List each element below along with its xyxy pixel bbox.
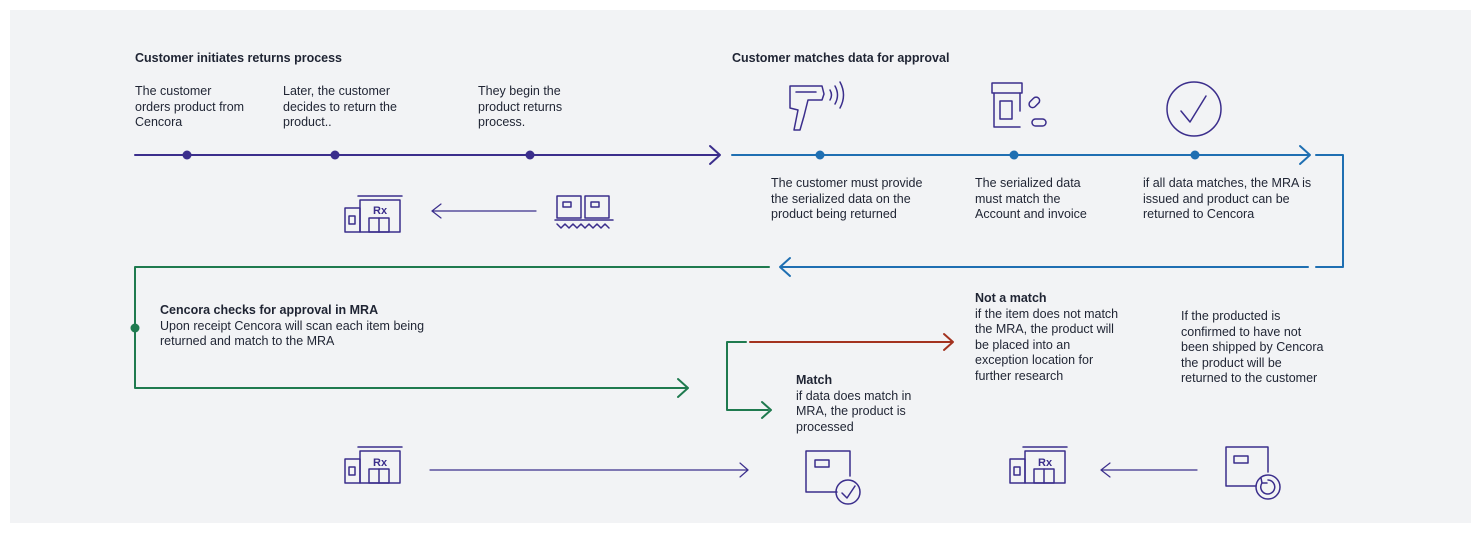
timeline-dot: [1009, 150, 1019, 160]
timeline-dot: [525, 150, 535, 160]
unshipped-text: If the producted is confirmed to have no…: [1181, 309, 1324, 385]
step-text: The customer orders product from Cencora: [135, 84, 245, 129]
match-text: if data does match in MRA, the product i…: [796, 388, 912, 434]
timeline-dot: [330, 150, 340, 160]
match-heading: Match: [796, 373, 833, 387]
thin-arrows: [429, 203, 1198, 478]
step-text: if all data matches, the MRA is issued a…: [1143, 176, 1312, 221]
no-match-block: Not a match if the item does not match t…: [975, 291, 1120, 384]
box-return-icon: [1225, 446, 1281, 500]
timeline-dot: [130, 323, 140, 333]
step-text: The customer must provide the serialized…: [771, 176, 923, 221]
no-match-heading: Not a match: [975, 291, 1047, 305]
timeline-dot: [1190, 150, 1200, 160]
check-circle-icon: [1166, 81, 1222, 137]
rx-label: Rx: [373, 457, 388, 469]
rx-label: Rx: [1038, 457, 1053, 469]
pill-bottle-icon: [991, 82, 1047, 128]
step-text: They begin the product returns process.: [478, 84, 563, 129]
purple-timeline: [134, 145, 721, 165]
section-heading: Customer initiates returns process: [135, 51, 343, 65]
match-block: Match if data does match in MRA, the pro…: [796, 373, 946, 435]
step-text: The serialized data must match the Accou…: [975, 176, 1087, 221]
box-check-icon: [805, 450, 861, 505]
no-match-arrow: [749, 333, 954, 351]
step-text: Later, the customer decides to return th…: [283, 84, 397, 129]
boxes-on-conveyor-icon: [554, 195, 614, 229]
mra-check-block: Cencora checks for approval in MRA Upon …: [160, 303, 460, 350]
barcode-scanner-icon: [789, 81, 845, 131]
timeline-dot: [182, 150, 192, 160]
section-heading: Cencora checks for approval in MRA: [160, 303, 379, 317]
blue-timeline: [731, 145, 1344, 277]
rx-label: Rx: [373, 205, 388, 217]
step-text: Upon receipt Cencora will scan each item…: [160, 318, 425, 349]
timeline-dot: [815, 150, 825, 160]
no-match-text: if the item does not match the MRA, the …: [975, 306, 1119, 383]
section-heading: Customer matches data for approval: [732, 51, 950, 65]
